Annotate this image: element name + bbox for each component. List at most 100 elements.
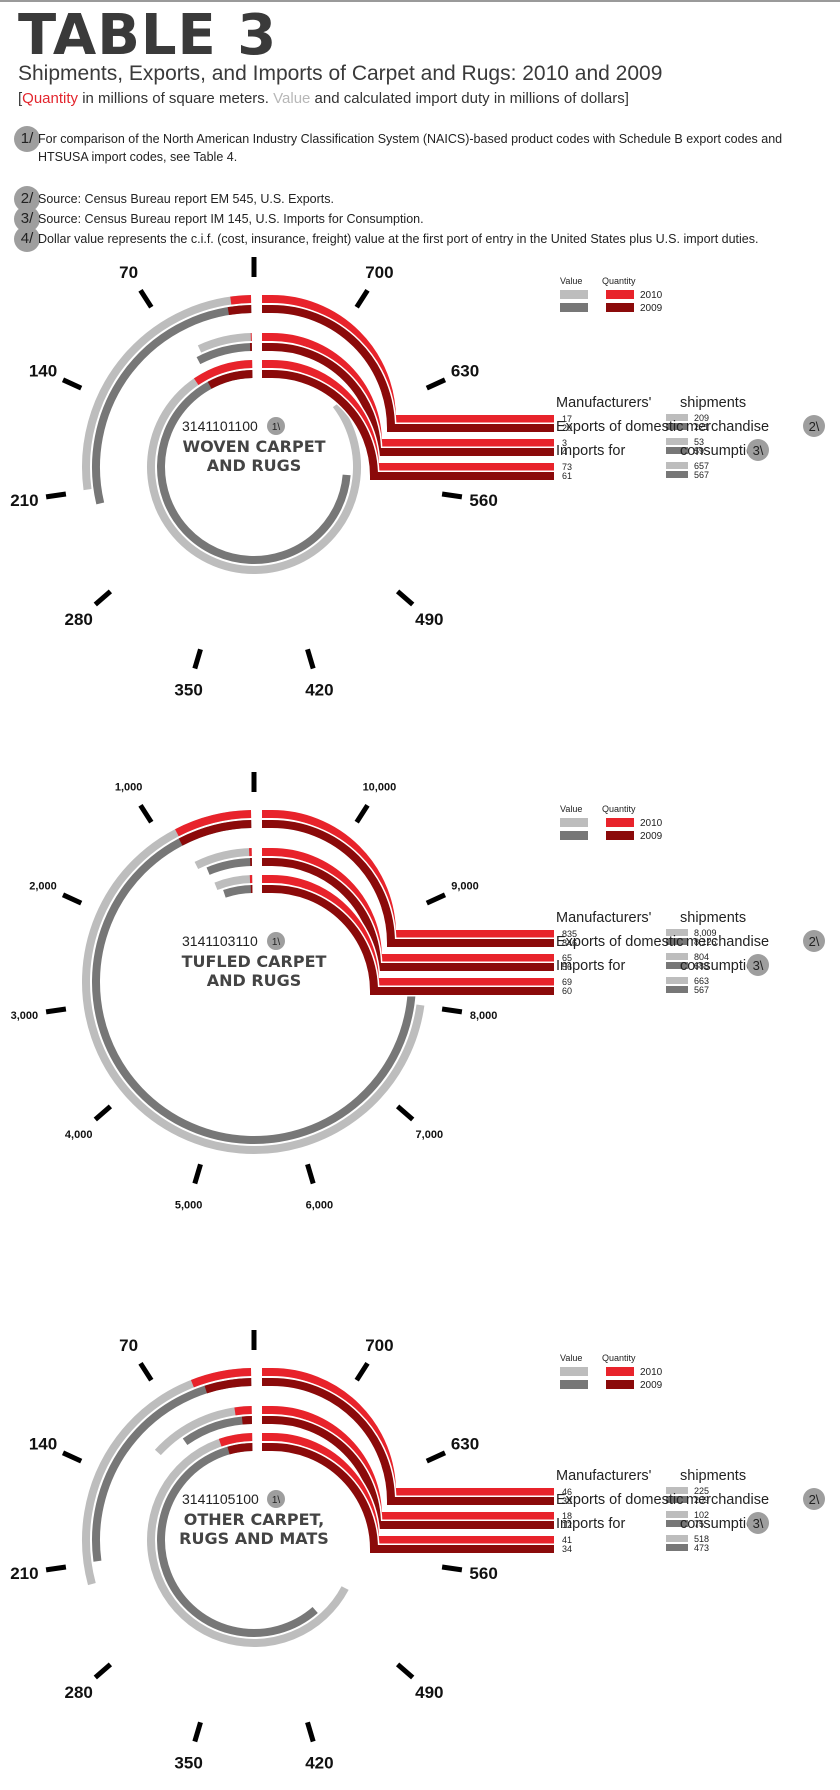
product-name: AND RUGS [207, 456, 302, 475]
axis-tick [192, 648, 203, 670]
code-note-badge [267, 1490, 285, 1508]
units-open: [ [18, 90, 23, 107]
axis-tick [305, 1721, 316, 1743]
axis-tick-label: 7,000 [416, 1129, 444, 1141]
value-2010-label: 663 [694, 976, 709, 986]
units-value-word: Value [273, 90, 311, 107]
category-label: shipments [680, 395, 746, 411]
axis-tick-label: 1,000 [115, 782, 143, 794]
code-note-badge [267, 417, 285, 435]
value-arc-2009 [157, 370, 351, 564]
value-2010-swatch [666, 953, 688, 960]
note-badge [747, 954, 769, 976]
legend-value-2009-swatch [560, 303, 588, 312]
category-label: consumption [680, 443, 762, 459]
axis-tick [138, 803, 154, 824]
footnote-text: Source: Census Bureau report IM 145, U.S… [38, 212, 424, 226]
axis-tick-label: 3,000 [11, 1010, 39, 1022]
value-2010-swatch [666, 1535, 688, 1542]
page-title: TABLE 3 [18, 3, 278, 68]
value-2009-label: 8,126 [694, 937, 717, 947]
note-badge-text: 3\ [753, 958, 764, 973]
quantity-arc-2009 [227, 1443, 253, 1455]
value-arc-2009 [196, 343, 253, 365]
category-label: shipments [680, 1468, 746, 1484]
value-2009-label: 209 [694, 1495, 709, 1505]
value-arc-2009 [157, 1443, 318, 1637]
product-name: TUFLED CARPET [182, 952, 327, 971]
axis-tick-label: 630 [451, 362, 479, 381]
quantity-2009-label: 12 [562, 1520, 572, 1530]
axis-tick-label: 700 [365, 263, 393, 282]
axis-tick [354, 288, 370, 309]
axis-tick-label: 10,000 [363, 782, 397, 794]
value-2010-label: 209 [694, 413, 709, 423]
value-2010-label: 657 [694, 461, 709, 471]
quantity-2009-label: 61 [562, 471, 572, 481]
note-badge [747, 439, 769, 461]
quantity-2010-label: 835 [562, 929, 577, 939]
code-note-badge [267, 932, 285, 950]
note-badge-text: 2\ [809, 934, 820, 949]
value-2010-swatch [666, 462, 688, 469]
code-note-text: 1\ [272, 937, 281, 948]
axis-tick [61, 377, 83, 391]
legend-value-2010-swatch [560, 290, 588, 299]
category-label: Exports of domestic [556, 934, 683, 950]
category-label: Exports of domestic [556, 419, 683, 435]
value-arc-2010 [82, 295, 252, 491]
legend-quantity-2010-swatch [606, 818, 634, 827]
value-2009-label: 75 [694, 1519, 704, 1529]
category-label: Imports for [556, 443, 625, 459]
legend-value-label: Value [560, 1353, 582, 1363]
category-label: Manufacturers' [556, 395, 652, 411]
quantity-arc-2010 [230, 295, 252, 305]
quantity-2009-label: 56 [562, 962, 572, 972]
axis-tick [61, 892, 83, 906]
value-2010-label: 804 [694, 952, 709, 962]
quantity-2010-label: 18 [562, 1511, 572, 1521]
value-2009-label: 59 [694, 446, 704, 456]
axis-tick-label: 560 [469, 1564, 497, 1583]
legend-quantity-label: Quantity [602, 276, 636, 286]
axis-tick [395, 1104, 415, 1122]
value-arc-2009 [206, 858, 253, 875]
quantity-2009-label: 20 [562, 423, 572, 433]
value-arc-2010 [147, 360, 362, 574]
value-2009-label: 567 [694, 470, 709, 480]
note-badge [803, 415, 825, 437]
quantity-2010-label: 65 [562, 953, 572, 963]
axis-tick-label: 420 [305, 1754, 333, 1773]
axis-tick [138, 1361, 154, 1382]
legend-quantity-2009-swatch [606, 831, 634, 840]
axis-tick [61, 1450, 83, 1464]
axis-tick-label: 70 [119, 1336, 138, 1355]
axis-tick [425, 377, 447, 391]
quantity-2010-label: 41 [562, 1535, 572, 1545]
quantity-2010-label: 3 [562, 438, 567, 448]
product-code: 3141101100 [182, 418, 258, 434]
note-badge-text: 3\ [753, 443, 764, 458]
axis-tick-label: 350 [174, 681, 202, 700]
axis-tick [425, 1450, 447, 1464]
value-2010-swatch [666, 977, 688, 984]
value-2010-swatch [666, 1487, 688, 1494]
note-badge-text: 2\ [809, 1492, 820, 1507]
legend-year-2010: 2010 [640, 290, 663, 301]
category-label: Exports of domestic [556, 1492, 683, 1508]
footnote-badge: 4/ [14, 226, 40, 252]
page-subtitle: Shipments, Exports, and Imports of Carpe… [18, 62, 663, 85]
axis-tick-label: 70 [119, 263, 138, 282]
quantity-arc-2010 [234, 1406, 252, 1416]
product-name: OTHER CARPET, [184, 1510, 325, 1529]
quantity-arc-2010 [218, 1433, 253, 1447]
top-rule [0, 0, 840, 2]
note-badge [803, 1488, 825, 1510]
value-arc-2010 [194, 848, 252, 870]
value-2010-swatch [666, 438, 688, 445]
axis-tick-label: 2,000 [29, 881, 57, 893]
value-2009-swatch [666, 423, 688, 430]
legend-year-2009: 2009 [640, 303, 663, 314]
axis-tick [305, 648, 316, 670]
value-arc-2009 [92, 820, 416, 1144]
